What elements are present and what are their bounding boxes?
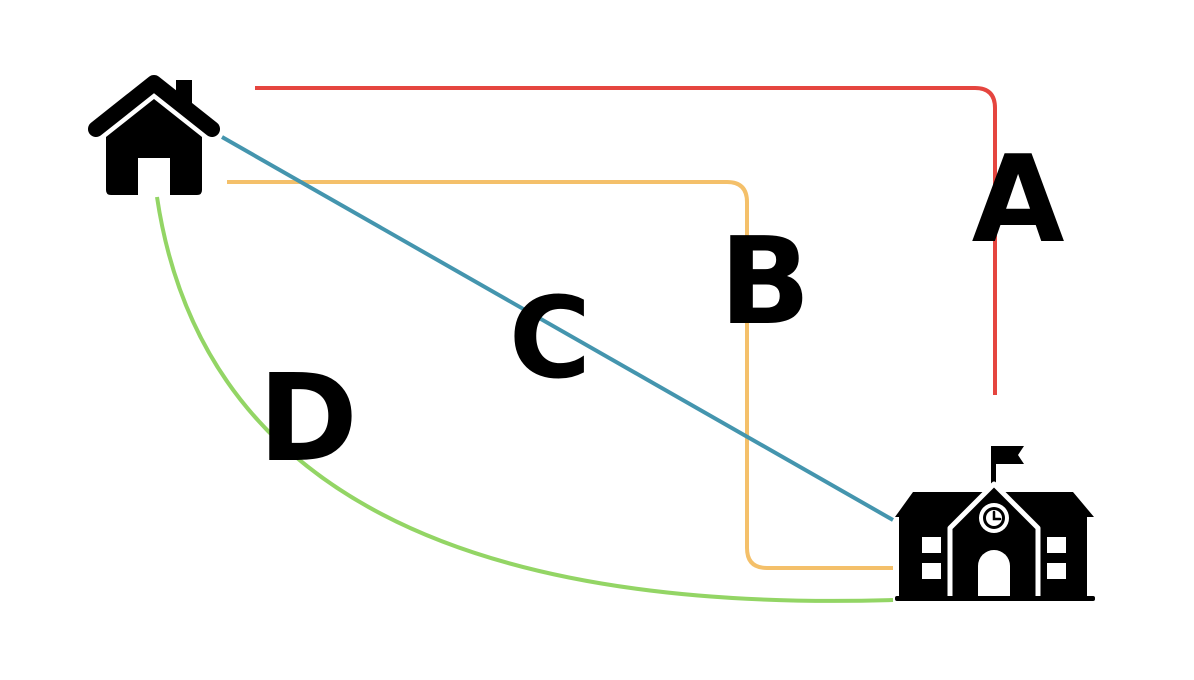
route-c-path bbox=[221, 135, 894, 522]
route-b-path bbox=[227, 180, 893, 570]
route-b-label: B bbox=[719, 213, 810, 352]
school-building-icon bbox=[895, 446, 1095, 603]
route-c-label: C bbox=[509, 274, 591, 404]
house-icon bbox=[88, 75, 220, 195]
route-a-label: A bbox=[972, 131, 1065, 270]
route-d-label: D bbox=[258, 350, 358, 489]
route-d-path bbox=[155, 196, 894, 603]
route-a-path bbox=[255, 86, 997, 395]
